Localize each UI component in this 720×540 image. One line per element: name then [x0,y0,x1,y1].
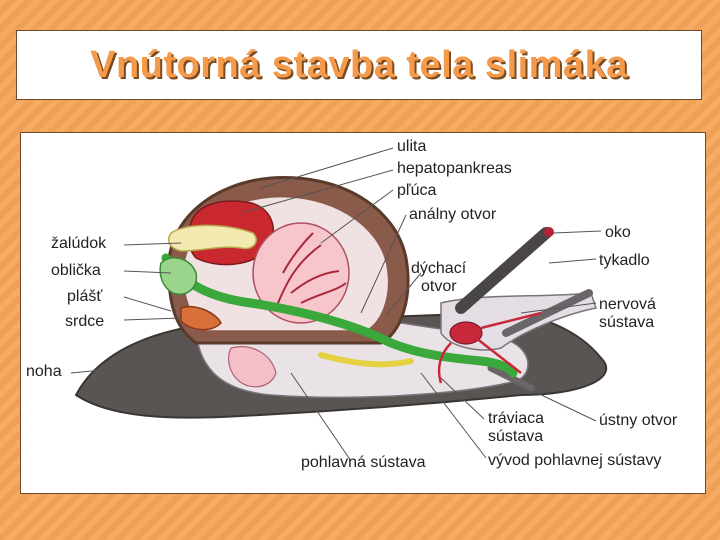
label-vyvod: vývod pohlavnej sústavy [488,452,661,469]
title-box: Vnútorná stavba tela slimáka [16,30,702,100]
label-tykadlo: tykadlo [599,252,650,269]
label-traviaca-1: tráviaca [488,410,544,427]
label-srdce: srdce [65,313,104,330]
label-hepatopankreas: hepatopankreas [397,160,512,177]
label-plast: plášť [67,288,103,305]
label-oko: oko [605,224,631,241]
mouth-tentacle [487,364,535,392]
label-pohlavna: pohlavná sústava [301,454,426,471]
label-nervova-2: sústava [599,314,654,331]
leader-lines [70,147,602,462]
label-pluca: pľúca [397,182,436,199]
label-traviaca-2: sústava [488,428,543,445]
nerve-strands [437,311,542,384]
label-oblicka: oblička [51,262,101,279]
upper-tentacle [455,227,552,314]
label-noha: noha [26,363,62,380]
snail-diagram: ulita hepatopankreas pľúca análny otvor … [26,138,678,471]
lung-vessels [275,232,347,309]
kidney-organ [159,257,198,295]
label-nervova-1: nervová [599,296,656,313]
label-dychaci-1: dýchací [411,260,467,277]
label-ustny-otvor: ústny otvor [599,412,678,429]
digestive-yellow [318,352,414,368]
diagram-panel: ulita hepatopankreas pľúca análny otvor … [20,132,706,494]
eye-dot [544,227,554,237]
label-ulita: ulita [397,138,426,155]
heart-organ [180,306,222,331]
lower-tentacle [502,289,593,337]
nerve-ganglion [449,321,483,345]
reproductive-organ [228,346,277,388]
label-dychaci-2: otvor [421,278,457,295]
digestive-tract [161,253,518,378]
page-title: Vnútorná stavba tela slimáka [90,43,628,86]
label-zaludok: žalúdok [51,235,107,252]
label-analny-otvor: análny otvor [409,206,497,223]
stomach-organ [168,224,257,252]
lung-organ [252,222,350,324]
